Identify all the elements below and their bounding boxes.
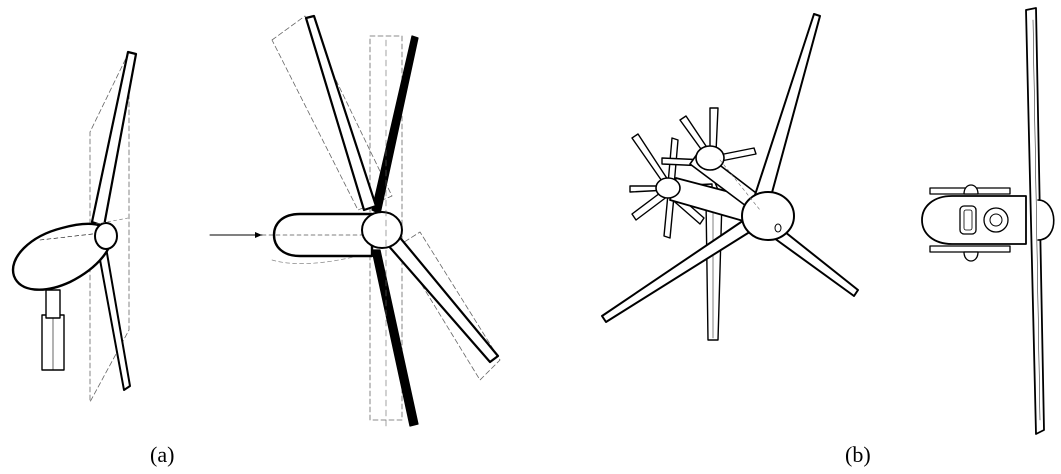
hub (361, 211, 403, 249)
rotor-plane-outline (89, 51, 130, 403)
aux-hub-upper (695, 145, 725, 171)
aux-hub-left (655, 177, 681, 199)
nacelle (272, 212, 374, 258)
tower (705, 199, 723, 341)
aux-hub-top (963, 184, 979, 195)
blade-dark-upper (371, 35, 419, 215)
aux-blade-bottom (929, 245, 1011, 253)
blade-upper (304, 14, 378, 212)
main-hub (1037, 199, 1055, 241)
turbine-a1-perspective (11, 50, 138, 403)
main-blade-vertical (1025, 7, 1045, 435)
hub (94, 222, 118, 250)
blade-plane-2 (369, 35, 403, 421)
caption-b: (b) (845, 442, 871, 467)
blade-dark-lower (371, 249, 419, 427)
caption-a: (a) (150, 442, 175, 467)
main-blade-left (601, 215, 757, 323)
main-hub (741, 191, 795, 241)
tower (41, 289, 65, 371)
aux-hub-bottom (963, 251, 979, 262)
turbine-b1-multirotor-perspective (601, 13, 859, 341)
blade-plane-3 (397, 231, 501, 381)
blade-plane-1 (271, 15, 393, 211)
main-blade-right (773, 227, 859, 297)
main-blade-upper (753, 13, 821, 201)
turbine-a2-side-view (209, 14, 501, 431)
turbine-b2-top-view (921, 7, 1055, 435)
